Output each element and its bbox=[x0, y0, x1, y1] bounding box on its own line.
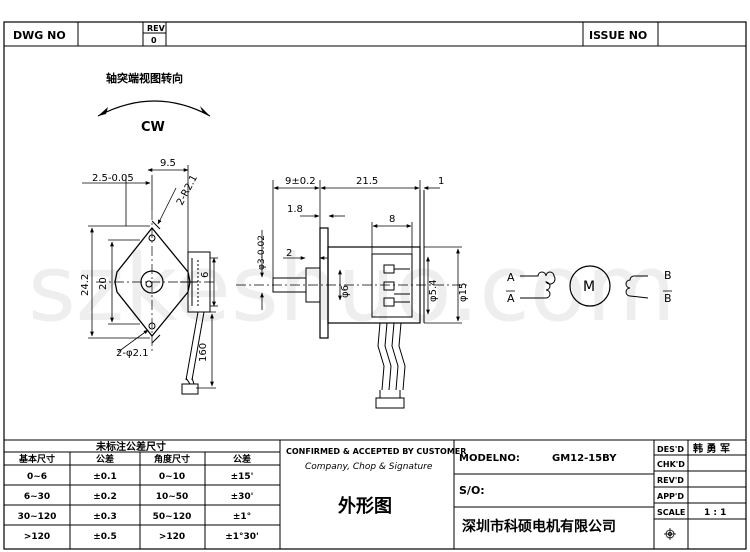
projection-symbol bbox=[664, 528, 676, 540]
wiring-diagram: A A M B B bbox=[506, 265, 672, 307]
front-view bbox=[96, 210, 214, 395]
dim-8: 8 bbox=[389, 214, 395, 225]
tolerance-cell: ±1° bbox=[233, 512, 251, 522]
dim-lead-length: 160 bbox=[198, 343, 209, 362]
tolerance-cell: 30~120 bbox=[18, 512, 57, 522]
motor-symbol bbox=[569, 265, 611, 307]
dim-body-diameter: φ15 bbox=[458, 283, 469, 302]
model-value: GM12-15BY bbox=[552, 453, 617, 464]
tolerance-cell: ±0.1 bbox=[93, 472, 116, 482]
tolerance-table: 基本尺寸 公差 角度尺寸 公差 0~6 ±0.1 0~10 ±15' 6~30 ±0.2 10~50… bbox=[18, 453, 259, 542]
side-view-dimensions: 9±0.2 21.5 1 1.8 8 2 φ3-0.02 φ6 φ5.4 φ15 bbox=[257, 176, 469, 324]
rotation-direction: CW bbox=[141, 120, 165, 135]
tolerance-cell: 50~120 bbox=[153, 512, 192, 522]
des-label: DES'D bbox=[657, 445, 684, 454]
tolerance-cell: ±1°30' bbox=[225, 532, 259, 542]
rotation-indicator: 轴突端视图转向 CW bbox=[97, 71, 211, 135]
model-label: MODELNO: bbox=[459, 453, 520, 464]
dim-hole-diameter: 2-φ2.1 bbox=[116, 348, 148, 359]
dim-top-offset: 2.5-0.05 bbox=[92, 173, 134, 184]
dim-width-9-5: 9.5 bbox=[160, 158, 176, 169]
dim-21-5: 21.5 bbox=[356, 176, 378, 187]
dim-1-8: 1.8 bbox=[287, 204, 303, 215]
wire-b-label: B bbox=[664, 269, 672, 282]
confirm-subtitle: Company, Chop & Signature bbox=[305, 462, 433, 472]
tolerance-cell: 0~6 bbox=[27, 472, 47, 482]
tolerance-header: 基本尺寸 bbox=[18, 453, 55, 465]
dim-5-4: φ5.4 bbox=[428, 280, 439, 303]
tolerance-cell: 10~50 bbox=[156, 492, 189, 502]
dim-hole-radius: 2-R2.1 bbox=[175, 173, 200, 207]
tolerance-cell: ±30' bbox=[231, 492, 254, 502]
front-view-dimensions: 2.5-0.05 9.5 2-R2.1 24.2 20 6 160 2-φ2.1 bbox=[80, 158, 218, 389]
tolerance-cell: ±0.2 bbox=[93, 492, 116, 502]
dwg-no-label: DWG NO bbox=[13, 29, 66, 42]
tolerance-cell: ±0.5 bbox=[93, 532, 116, 542]
watermark: szkeshuo.com bbox=[28, 235, 676, 342]
rotation-caption: 轴突端视图转向 bbox=[106, 71, 183, 85]
des-value: 韩 勇 军 bbox=[693, 442, 730, 455]
wire-a-bar-label: A bbox=[507, 292, 515, 305]
motor-label: M bbox=[583, 279, 595, 295]
side-view bbox=[236, 190, 470, 409]
issue-no-label: ISSUE NO bbox=[589, 29, 647, 42]
tolerance-table-title: 未标注公差尺寸 bbox=[95, 440, 166, 453]
rev-approval-label: REV'D bbox=[657, 476, 684, 485]
app-label: APP'D bbox=[657, 492, 684, 501]
dim-1: 1 bbox=[438, 176, 444, 187]
tolerance-cell: ±15' bbox=[231, 472, 254, 482]
wire-a-label: A bbox=[507, 271, 515, 284]
tolerance-cell: >120 bbox=[159, 532, 185, 542]
tolerance-header: 角度尺寸 bbox=[154, 453, 190, 465]
rev-label: REV bbox=[147, 24, 166, 33]
header-block: DWG NO REV 0 ISSUE NO bbox=[3, 21, 747, 47]
company-name: 深圳市科硕电机有限公司 bbox=[462, 518, 616, 535]
scale-label: SCALE bbox=[657, 508, 685, 517]
dim-height-20: 20 bbox=[98, 277, 109, 290]
dim-height-24-2: 24.2 bbox=[80, 274, 91, 296]
title-block: 未标注公差尺寸 bbox=[4, 439, 746, 549]
tolerance-cell: 0~10 bbox=[159, 472, 185, 482]
tolerance-header: 公差 bbox=[96, 453, 114, 465]
dim-2: 2 bbox=[286, 248, 292, 259]
dim-boss-diameter: φ6 bbox=[340, 285, 351, 298]
wire-b-bar-label: B bbox=[664, 292, 672, 305]
tolerance-cell: ±0.3 bbox=[93, 512, 116, 522]
chk-label: CHK'D bbox=[657, 460, 685, 469]
drawing-name: 外形图 bbox=[338, 495, 392, 517]
confirm-title: CONFIRMED & ACCEPTED BY CUSTOMER bbox=[286, 447, 466, 456]
rev-value: 0 bbox=[151, 36, 157, 45]
so-label: S/O: bbox=[459, 484, 485, 497]
dim-shaft-diameter: φ3-0.02 bbox=[257, 235, 267, 270]
tolerance-cell: 6~30 bbox=[24, 492, 50, 502]
dim-side-6: 6 bbox=[200, 272, 211, 278]
tolerance-header: 公差 bbox=[233, 453, 251, 465]
scale-value: 1 : 1 bbox=[704, 508, 726, 518]
dim-9: 9±0.2 bbox=[285, 176, 316, 187]
tolerance-cell: >120 bbox=[24, 532, 50, 542]
